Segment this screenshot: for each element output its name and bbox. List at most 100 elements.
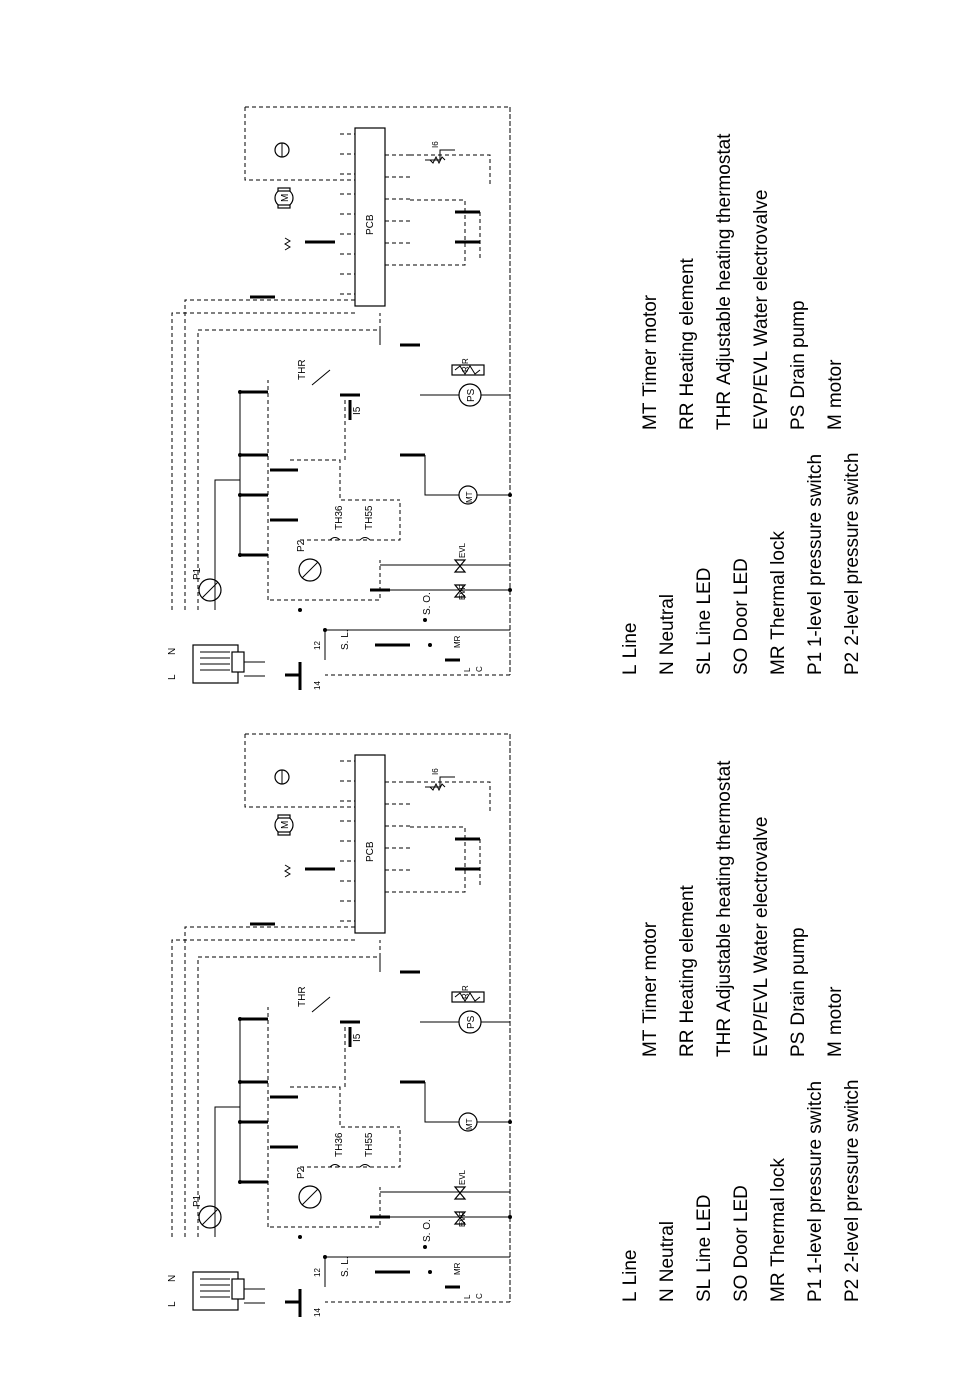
thermostat-th36-icon [329, 537, 341, 541]
junction-dot [508, 1120, 512, 1124]
heating-element-label: R R [461, 358, 470, 372]
thermostat-icon [311, 996, 331, 1013]
junction-dot [238, 1080, 242, 1084]
legend-text: Line LED [694, 1195, 715, 1273]
p1-label: P1 [192, 567, 203, 580]
thermostat-label: THR [297, 359, 308, 380]
legend-left-item: NNeutral [657, 594, 678, 675]
valve-evl-icon [453, 559, 467, 573]
pcb-label: PCB [365, 841, 376, 862]
timer-motor-label: MT [465, 1118, 474, 1130]
fuse-icon [231, 651, 245, 673]
wire [324, 629, 510, 660]
door-led-label: S. O. [422, 592, 433, 615]
legend-text: 2-level pressure switch [842, 453, 863, 646]
legend-code: THR [714, 391, 735, 430]
legend-code: RR [677, 1030, 698, 1057]
valve-evl-icon [453, 1186, 467, 1200]
terminal-label: 14 [313, 1308, 322, 1317]
legend-left-item: P11-level pressure switch [805, 454, 826, 675]
wire [410, 199, 466, 266]
drain-pump-label: PS [466, 1015, 477, 1029]
legend-code: M [825, 414, 846, 430]
legend-right-item: PSDrain pump [788, 927, 809, 1057]
thermostat-th55-icon [359, 537, 371, 541]
motor-brush [277, 831, 291, 836]
thermostat-th36-icon [329, 1164, 341, 1168]
timer-motor-label: MT [465, 491, 474, 503]
legend-text: Water electrovalve [751, 817, 772, 974]
control-bus [171, 312, 355, 610]
legend-left-item: P11-level pressure switch [805, 1081, 826, 1302]
legend-text: Line [620, 623, 641, 659]
pcb-board [354, 127, 386, 307]
legend-left-item: SLLine LED [694, 568, 715, 675]
legend-text: Door LED [731, 1185, 752, 1268]
evp-label: EVP [458, 584, 467, 600]
thermal-lock-label: MR [453, 1262, 462, 1275]
legend-text: Adjustable heating thermostat [714, 760, 735, 1012]
control-bus [184, 926, 355, 1237]
legend-text: Line [620, 1250, 641, 1286]
p2-label: P2 [296, 539, 307, 552]
junction-dot [298, 608, 302, 612]
wire [424, 455, 459, 496]
legend-code: MT [640, 402, 661, 430]
legend-text: Timer motor [640, 294, 661, 396]
legend-code: MR [768, 1273, 789, 1302]
wire [290, 1086, 400, 1128]
valve-evp-icon [453, 1211, 467, 1225]
legend-left-item: NNeutral [657, 1221, 678, 1302]
wire [424, 1082, 459, 1123]
junction-dot [508, 493, 512, 497]
terminal-label: L [463, 1294, 472, 1299]
legend-code: M [825, 1041, 846, 1057]
terminal-label: 12 [313, 641, 322, 650]
i6-label: I6 [431, 141, 440, 148]
thermostat-icon [311, 369, 331, 386]
legend-text: Thermal lock [768, 1158, 789, 1267]
legend-text: motor [825, 986, 846, 1035]
legend-left-item: P2 2-level pressure switch [842, 453, 863, 676]
terminal-label: 14 [313, 681, 322, 690]
line-led-label: S. L. [340, 629, 351, 650]
junction-dot [428, 643, 432, 647]
wire [214, 1106, 240, 1237]
control-bus [184, 299, 355, 610]
legend-code: PS [788, 405, 809, 430]
legend-code: L [620, 1291, 641, 1302]
valve-evp-icon [453, 584, 467, 598]
wire [300, 500, 401, 541]
legend-right-item: EVP/EVLWater electrovalve [751, 817, 772, 1057]
junction-dot [508, 588, 512, 592]
legend-text: motor [825, 359, 846, 408]
heating-coil [454, 365, 481, 375]
terminal-label: 12 [313, 1268, 322, 1277]
legend-text: Adjustable heating thermostat [714, 133, 735, 385]
wire [270, 560, 381, 601]
junction-dot [423, 1245, 427, 1249]
supply-n-label: N [167, 648, 178, 655]
legend-right-item: Mmotor [825, 359, 846, 430]
p1-label: P1 [192, 1194, 203, 1207]
thermostat-th55-icon [359, 1164, 371, 1168]
legend-text: Thermal lock [768, 531, 789, 640]
coil-icon [284, 864, 291, 878]
legend-text: 1-level pressure switch [805, 1081, 826, 1274]
junction-dot [238, 553, 242, 557]
legend-text: Neutral [657, 594, 678, 655]
legend-left-item: LLine [620, 623, 641, 676]
junction-dot [323, 628, 327, 632]
legend-code: SL [694, 652, 715, 675]
pcb-board [354, 754, 386, 934]
line-led-label: S. L. [340, 1256, 351, 1277]
legend-code: P2 [842, 652, 863, 675]
p2-label: P2 [296, 1166, 307, 1179]
supply-l-label: L [167, 1301, 178, 1307]
terminal-label: C [475, 666, 484, 672]
motor-brush [277, 814, 291, 819]
